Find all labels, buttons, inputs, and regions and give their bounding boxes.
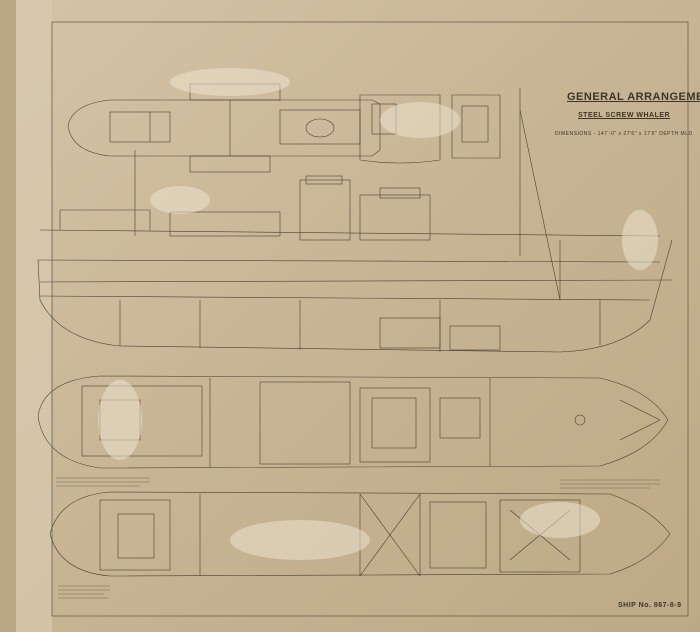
notes-blocks: [56, 477, 660, 599]
wear-patches: [98, 68, 658, 560]
drawing-border: [51, 21, 689, 617]
profile-elevation: [37, 88, 673, 353]
dimensions-note: DIMENSIONS - 147'-0" x 27'6" x 17'6" DEP…: [555, 131, 693, 137]
binding-shadow: [16, 0, 52, 632]
left-margin-strip: [0, 0, 16, 632]
drawing-title: GENERAL ARRANGEMENT.: [567, 91, 700, 103]
drawing-subtitle: STEEL SCREW WHALER: [578, 112, 671, 119]
ship-number: SHIP No. 867-8-9: [618, 602, 682, 609]
